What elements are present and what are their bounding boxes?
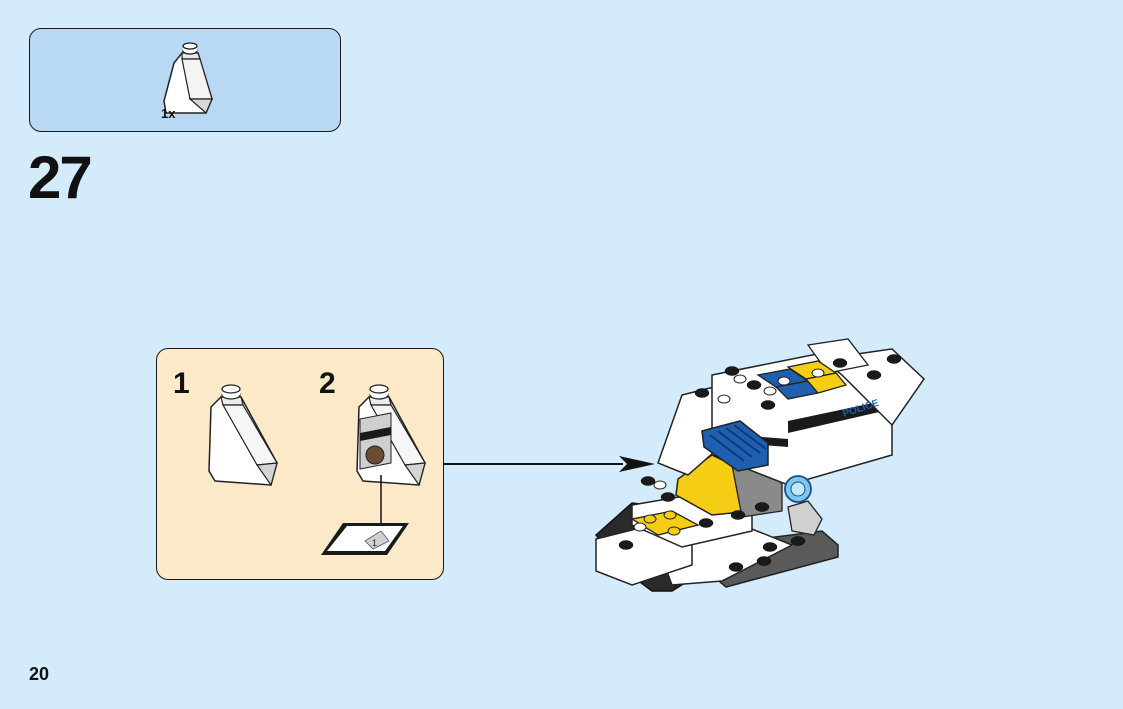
attach-arrow: [443, 456, 655, 472]
white-slope-brick-icon: [163, 42, 213, 114]
step-number: 27: [28, 144, 93, 211]
slope-brick-plain-icon: [208, 384, 278, 487]
page-number: 20: [29, 664, 50, 684]
slope-brick-with-sticker-icon: [356, 384, 426, 487]
sticker-number: 1: [372, 538, 377, 548]
sub-assembly-panel: 1 2 1: [156, 348, 444, 580]
sticker-leader-line: [380, 475, 382, 525]
sub-step-number-1: 1: [173, 367, 190, 400]
part-quantity-label: 1x: [161, 106, 176, 121]
police-boat-model: POLICE: [594, 338, 925, 592]
parts-needed-panel: 1x: [29, 28, 341, 132]
sub-step-number-2: 2: [319, 367, 336, 400]
sticker-sheet-icon: 1: [321, 523, 409, 555]
